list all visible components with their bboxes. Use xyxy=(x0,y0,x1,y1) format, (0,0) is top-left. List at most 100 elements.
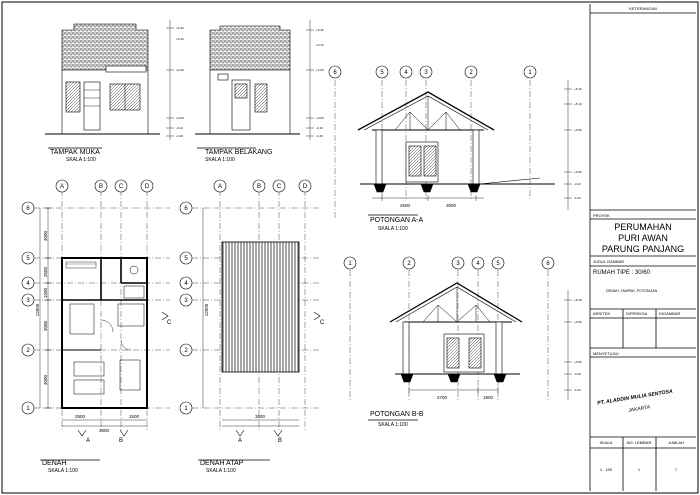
denah-dim-left-1: 3000 xyxy=(43,230,48,241)
svg-text:+3.00: +3.00 xyxy=(574,128,582,132)
svg-text:+6.40: +6.40 xyxy=(316,28,324,32)
denah-bubble-c: C xyxy=(119,184,124,190)
title-block xyxy=(589,4,696,491)
svg-text:-1.00: -1.00 xyxy=(574,388,581,392)
svg-text:+0.00: +0.00 xyxy=(316,116,324,120)
denah-atap-drawing xyxy=(192,190,321,461)
svg-text:+5.10: +5.10 xyxy=(176,37,184,41)
denah-atap-dim-bottom: 3600 xyxy=(255,414,266,419)
svg-text:-0.10: -0.10 xyxy=(176,126,183,130)
svg-text:+4.00: +4.00 xyxy=(176,68,184,72)
denah-title: DENAH xyxy=(42,460,67,467)
aa-bubble-3: 3 xyxy=(424,70,428,76)
svg-text:+0.00: +0.00 xyxy=(176,116,184,120)
footer-lembar-value: 1 xyxy=(638,467,641,472)
potongan-bb-title: POTONGAN B-B xyxy=(370,411,424,418)
atap-bubble-6: 6 xyxy=(184,206,188,212)
potongan-aa-dim-2: 3000 xyxy=(446,203,457,208)
tampak-belakang-drawing xyxy=(195,20,314,149)
aa-bubble-6: 6 xyxy=(333,70,337,76)
rumah-tipe: RUMAH TIPE : 30/60 xyxy=(593,270,651,276)
svg-text:+4.00: +4.00 xyxy=(316,68,324,72)
potongan-aa-drawing xyxy=(334,80,572,220)
denah-bubble-1: 1 xyxy=(26,406,30,412)
denah-section-b: B xyxy=(119,438,123,444)
denah-bubble-a: A xyxy=(60,184,64,190)
keterangan-label: KETERANGAN xyxy=(629,6,657,11)
denah-atap-scale: SKALA 1:100 xyxy=(206,468,236,474)
tampak-muka-scale: SKALA 1:100 xyxy=(66,157,96,163)
svg-text:-1.00: -1.00 xyxy=(574,196,581,200)
judul-label: JUDUL GAMBAR xyxy=(593,259,624,264)
denah-dim-left-3: 1500 xyxy=(43,287,48,298)
atap-bubble-2: 2 xyxy=(184,348,188,354)
potongan-bb-scale: SKALA 1:100 xyxy=(378,422,408,428)
svg-text:+6.40: +6.40 xyxy=(574,87,582,91)
svg-text:+6.40: +6.40 xyxy=(176,26,184,30)
atap-section-c: C xyxy=(320,320,325,326)
judul-desc: DENAH, TAMPAK, POTONGAN xyxy=(606,289,658,293)
denah-dim-left-4: 3000 xyxy=(43,320,48,331)
digambar-label: DIGAMBAR xyxy=(659,311,680,316)
denah-dim-bottom-2: 1500 xyxy=(129,414,140,419)
diperiksa-label: DIPERIKSA xyxy=(626,311,648,316)
tampak-muka-drawing xyxy=(45,20,174,149)
svg-text:+5.10: +5.10 xyxy=(574,102,582,106)
atap-bubble-b: B xyxy=(257,184,261,190)
svg-text:+5.10: +5.10 xyxy=(316,43,324,47)
denah-dim-left-2: 2500 xyxy=(43,266,48,277)
denah-bubble-6: 6 xyxy=(26,206,30,212)
bb-bubble-4: 4 xyxy=(476,261,480,267)
denah-atap-dim-left: 12000 xyxy=(204,303,209,316)
tampak-muka-title: TAMPAK MUKA xyxy=(50,149,100,156)
denah-dim-bottom-1: 2500 xyxy=(75,414,86,419)
denah-section-a: A xyxy=(86,438,90,444)
denah-bubble-3: 3 xyxy=(26,298,30,304)
menyetujui-label: MENYETUJUI xyxy=(593,351,619,356)
denah-drawing xyxy=(34,190,170,461)
potongan-aa-scale: SKALA 1:100 xyxy=(378,226,408,232)
tampak-belakang-title: TAMPAK BELAKANG xyxy=(205,149,272,156)
denah-bubble-2: 2 xyxy=(26,348,30,354)
svg-text:+3.00: +3.00 xyxy=(574,320,582,324)
proyek-line-3: PARUNG PANJANG xyxy=(602,244,684,254)
denah-bubble-4: 4 xyxy=(26,281,30,287)
aa-bubble-4: 4 xyxy=(404,70,408,76)
denah-dim-left-5: 3000 xyxy=(43,374,48,385)
svg-text:-0.10: -0.10 xyxy=(574,182,581,186)
svg-text:-0.10: -0.10 xyxy=(316,126,323,130)
bb-bubble-6: 6 xyxy=(546,261,550,267)
proyek-line-1: PERUMAHAN xyxy=(614,222,672,232)
denah-scale: SKALA 1:100 xyxy=(48,468,78,474)
aa-bubble-2: 2 xyxy=(469,70,473,76)
atap-bubble-5: 5 xyxy=(184,256,188,262)
footer-skala-header: SKALA xyxy=(600,440,613,445)
aa-bubble-5: 5 xyxy=(380,70,384,76)
company-city: JAKARTA xyxy=(627,404,651,414)
proyek-label: PROYEK xyxy=(593,213,610,218)
atap-bubble-a: A xyxy=(218,184,222,190)
atap-bubble-4: 4 xyxy=(184,281,188,287)
bb-bubble-2: 2 xyxy=(407,261,411,267)
potongan-bb-dim-1: 2700 xyxy=(437,395,448,400)
denah-dim-left-total: 12000 xyxy=(35,303,40,316)
footer-jumlah-header: JUMLAH xyxy=(668,440,684,445)
denah-bubble-d: D xyxy=(145,184,150,190)
denah-bubble-b: B xyxy=(99,184,103,190)
atap-bubble-1: 1 xyxy=(184,406,188,412)
svg-text:+6.40: +6.40 xyxy=(574,298,582,302)
svg-text:+0.00: +0.00 xyxy=(574,170,582,174)
svg-text:-1.00: -1.00 xyxy=(176,134,183,138)
footer-lembar-header: NO. LEMBAR xyxy=(627,440,652,445)
aa-bubble-1: 1 xyxy=(528,70,532,76)
potongan-aa-title: POTONGAN A-A xyxy=(370,217,423,224)
atap-section-b: B xyxy=(278,438,282,444)
tampak-belakang-scale: SKALA 1:100 xyxy=(205,157,235,163)
atap-section-a: A xyxy=(238,438,242,444)
denah-dim-bottom-3: 3600 xyxy=(99,428,110,433)
bb-bubble-5: 5 xyxy=(496,261,500,267)
proyek-line-2: PURI AWAN xyxy=(618,233,668,243)
denah-bubble-5: 5 xyxy=(26,256,30,262)
atap-bubble-c: C xyxy=(277,184,282,190)
